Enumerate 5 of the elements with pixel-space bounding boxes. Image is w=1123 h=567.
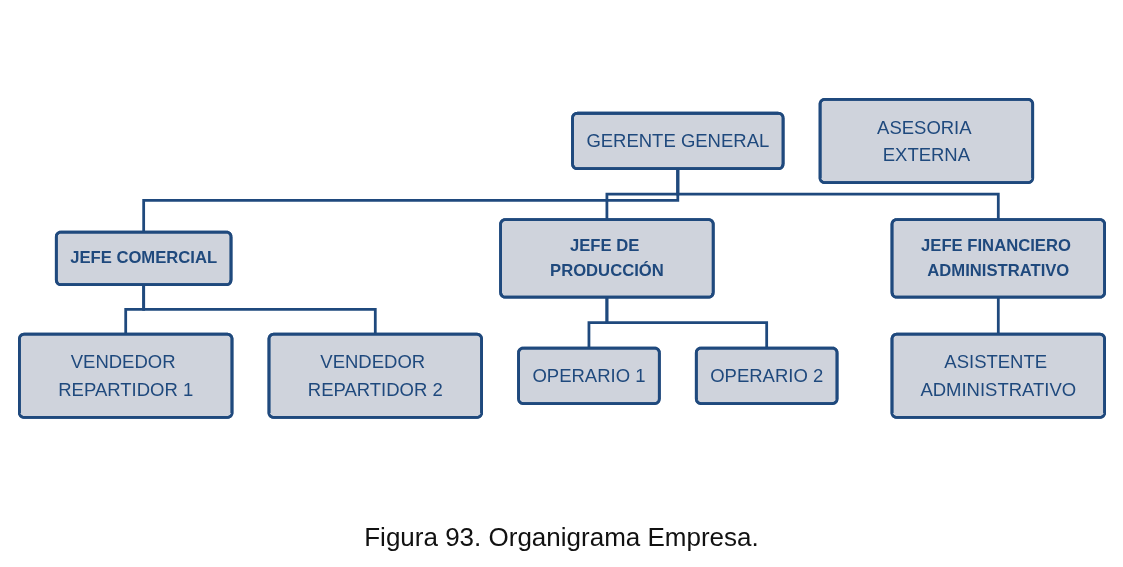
connector	[141, 284, 377, 334]
connector	[675, 168, 1000, 220]
connector	[605, 296, 768, 348]
connector	[996, 296, 1000, 334]
figure-caption: Figura 93. Organigrama Empresa.	[364, 522, 759, 553]
